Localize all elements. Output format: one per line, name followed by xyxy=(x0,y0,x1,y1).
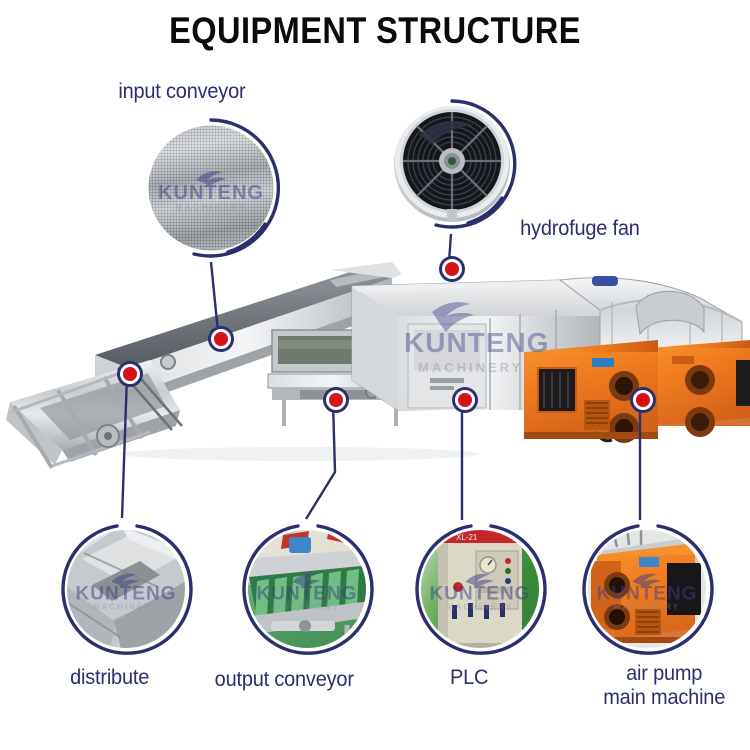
callout-output-conveyor[interactable]: KUNTENG MACHINERY xyxy=(236,518,378,660)
label-distribute: distribute xyxy=(70,666,150,689)
dot-input-conveyor[interactable] xyxy=(211,329,231,349)
label-input-conveyor: input conveyor xyxy=(118,80,246,103)
svg-text:KUNTENG: KUNTENG xyxy=(404,327,549,358)
callout-ring xyxy=(384,96,520,232)
label-output-conveyor: output conveyor xyxy=(214,668,354,691)
callout-ring xyxy=(578,520,716,658)
label-plc: PLC xyxy=(450,666,489,689)
callout-ring xyxy=(57,520,195,658)
dot-output-conveyor[interactable] xyxy=(326,390,346,410)
callout-ring xyxy=(411,520,549,658)
callout-hydrofuge-fan[interactable] xyxy=(382,94,522,234)
air-pump-unit-2 xyxy=(648,340,750,437)
distributor-unit xyxy=(267,329,415,426)
label-hydrofuge-fan: hydrofuge fan xyxy=(520,217,640,240)
dot-distribute[interactable] xyxy=(120,364,140,384)
dot-air-pump[interactable] xyxy=(633,390,653,410)
machine-watermark: KUNTENG MACHINERY xyxy=(404,302,549,375)
machine-svg: KUNTENG MACHINERY xyxy=(6,262,750,470)
callout-plc[interactable]: XL-21 xyxy=(409,518,551,660)
callout-ring xyxy=(238,520,376,658)
steel-hopper-icon xyxy=(62,525,190,653)
callout-input-conveyor[interactable]: KUNTENG MACHINERY xyxy=(135,112,287,264)
machine-illustration: KUNTENG MACHINERY xyxy=(0,240,750,470)
callout-air-pump-main-machine[interactable]: KUNTENG MACHINERY xyxy=(576,518,718,660)
callout-ring xyxy=(137,114,285,262)
dot-plc[interactable] xyxy=(455,390,475,410)
svg-text:MACHINERY: MACHINERY xyxy=(418,360,523,375)
page-title: EQUIPMENT STRUCTURE xyxy=(169,10,581,51)
axial-fan-icon xyxy=(395,104,509,227)
callout-distribute[interactable]: KUNTENG MACHINERY xyxy=(55,518,197,660)
label-air-pump-main-machine: air pump main machine xyxy=(603,662,726,709)
plc-banner-text: XL-21 xyxy=(456,533,478,542)
dot-hydrofuge-fan[interactable] xyxy=(442,259,462,279)
